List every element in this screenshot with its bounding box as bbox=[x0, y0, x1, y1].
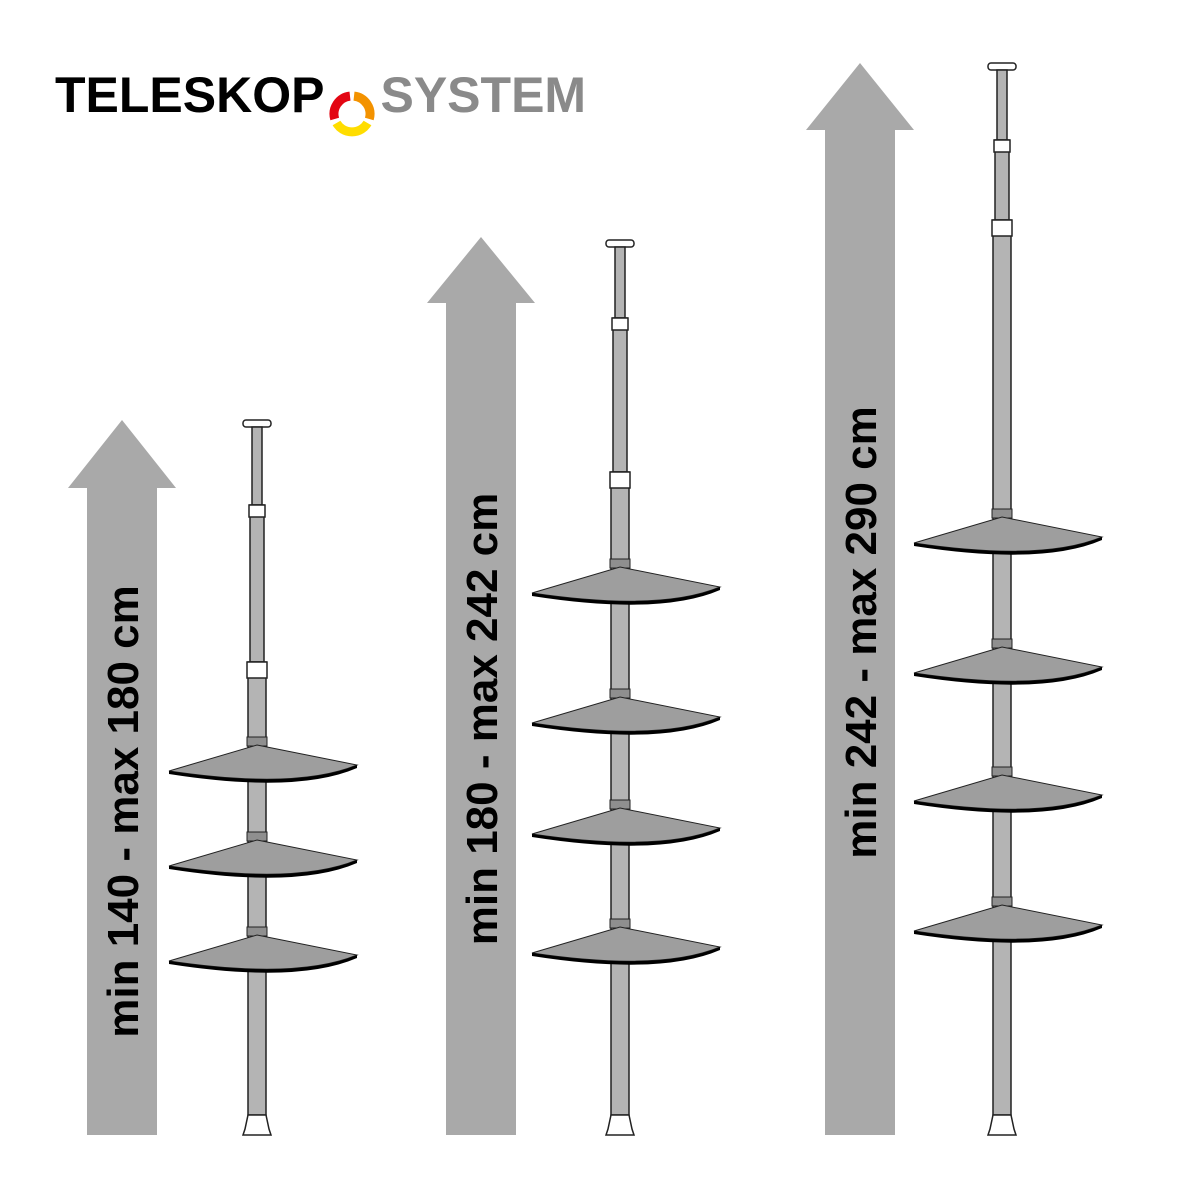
pole-connector bbox=[248, 504, 266, 518]
logo-word-system: SYSTEM bbox=[380, 67, 587, 123]
corner-shelf bbox=[531, 558, 722, 605]
shelf-edge bbox=[532, 947, 720, 965]
pole-segment-middle bbox=[612, 317, 628, 473]
corner-shelf bbox=[168, 926, 359, 973]
height-range-label: min 242 - max 290 cm bbox=[837, 406, 886, 858]
pole-connector bbox=[609, 471, 631, 489]
shelf-edge bbox=[914, 667, 1102, 685]
shelf-edge bbox=[169, 765, 357, 783]
variant-2: min 180 - max 242 cm bbox=[427, 237, 722, 1136]
shelf-edge bbox=[914, 537, 1102, 555]
shelf-edge bbox=[532, 717, 720, 735]
pole-connector bbox=[611, 317, 629, 331]
corner-shelf bbox=[913, 896, 1104, 943]
logo-word-teleskop: TELESKOP bbox=[55, 67, 325, 123]
pole-connector bbox=[991, 219, 1013, 237]
shelf-edge bbox=[532, 587, 720, 605]
height-range-label: min 140 - max 180 cm bbox=[99, 585, 148, 1037]
shelf-edge bbox=[169, 860, 357, 878]
ceiling-pad bbox=[242, 419, 272, 428]
floor-foot bbox=[241, 1114, 273, 1136]
height-arrow bbox=[806, 63, 914, 1135]
shelf-edge bbox=[914, 795, 1102, 813]
pole-segment-top bbox=[251, 426, 263, 506]
floor-foot bbox=[986, 1114, 1018, 1136]
height-arrow bbox=[68, 420, 176, 1135]
brand-logo: TELESKOP SYSTEM bbox=[55, 67, 587, 137]
logo-ring-icon bbox=[330, 91, 375, 137]
telescopic-pole bbox=[604, 239, 636, 1136]
corner-shelf bbox=[168, 831, 359, 878]
corner-shelf bbox=[168, 736, 359, 783]
height-arrow bbox=[427, 237, 535, 1135]
corner-shelf bbox=[913, 766, 1104, 813]
pole-connector bbox=[246, 661, 268, 679]
corner-shelf bbox=[531, 799, 722, 846]
pole-segment-top bbox=[996, 69, 1008, 141]
variant-1: min 140 - max 180 cm bbox=[68, 419, 359, 1136]
pole-segment-bottom bbox=[247, 661, 267, 1116]
corner-shelf bbox=[913, 508, 1104, 555]
shelf-edge bbox=[914, 925, 1102, 943]
floor-foot bbox=[604, 1114, 636, 1136]
pole-segment-middle bbox=[249, 504, 265, 663]
corner-shelf bbox=[531, 918, 722, 965]
corner-shelf bbox=[913, 638, 1104, 685]
corner-shelf bbox=[531, 688, 722, 735]
ceiling-pad bbox=[987, 62, 1017, 71]
shelf-edge bbox=[169, 955, 357, 973]
variant-3: min 242 - max 290 cm bbox=[806, 62, 1104, 1136]
shelf-edge bbox=[532, 828, 720, 846]
ceiling-pad bbox=[605, 239, 635, 248]
pole-connector bbox=[993, 139, 1011, 153]
height-range-label: min 180 - max 242 cm bbox=[458, 493, 507, 945]
pole-segment-top bbox=[614, 246, 626, 319]
telescopic-pole bbox=[986, 62, 1018, 1136]
